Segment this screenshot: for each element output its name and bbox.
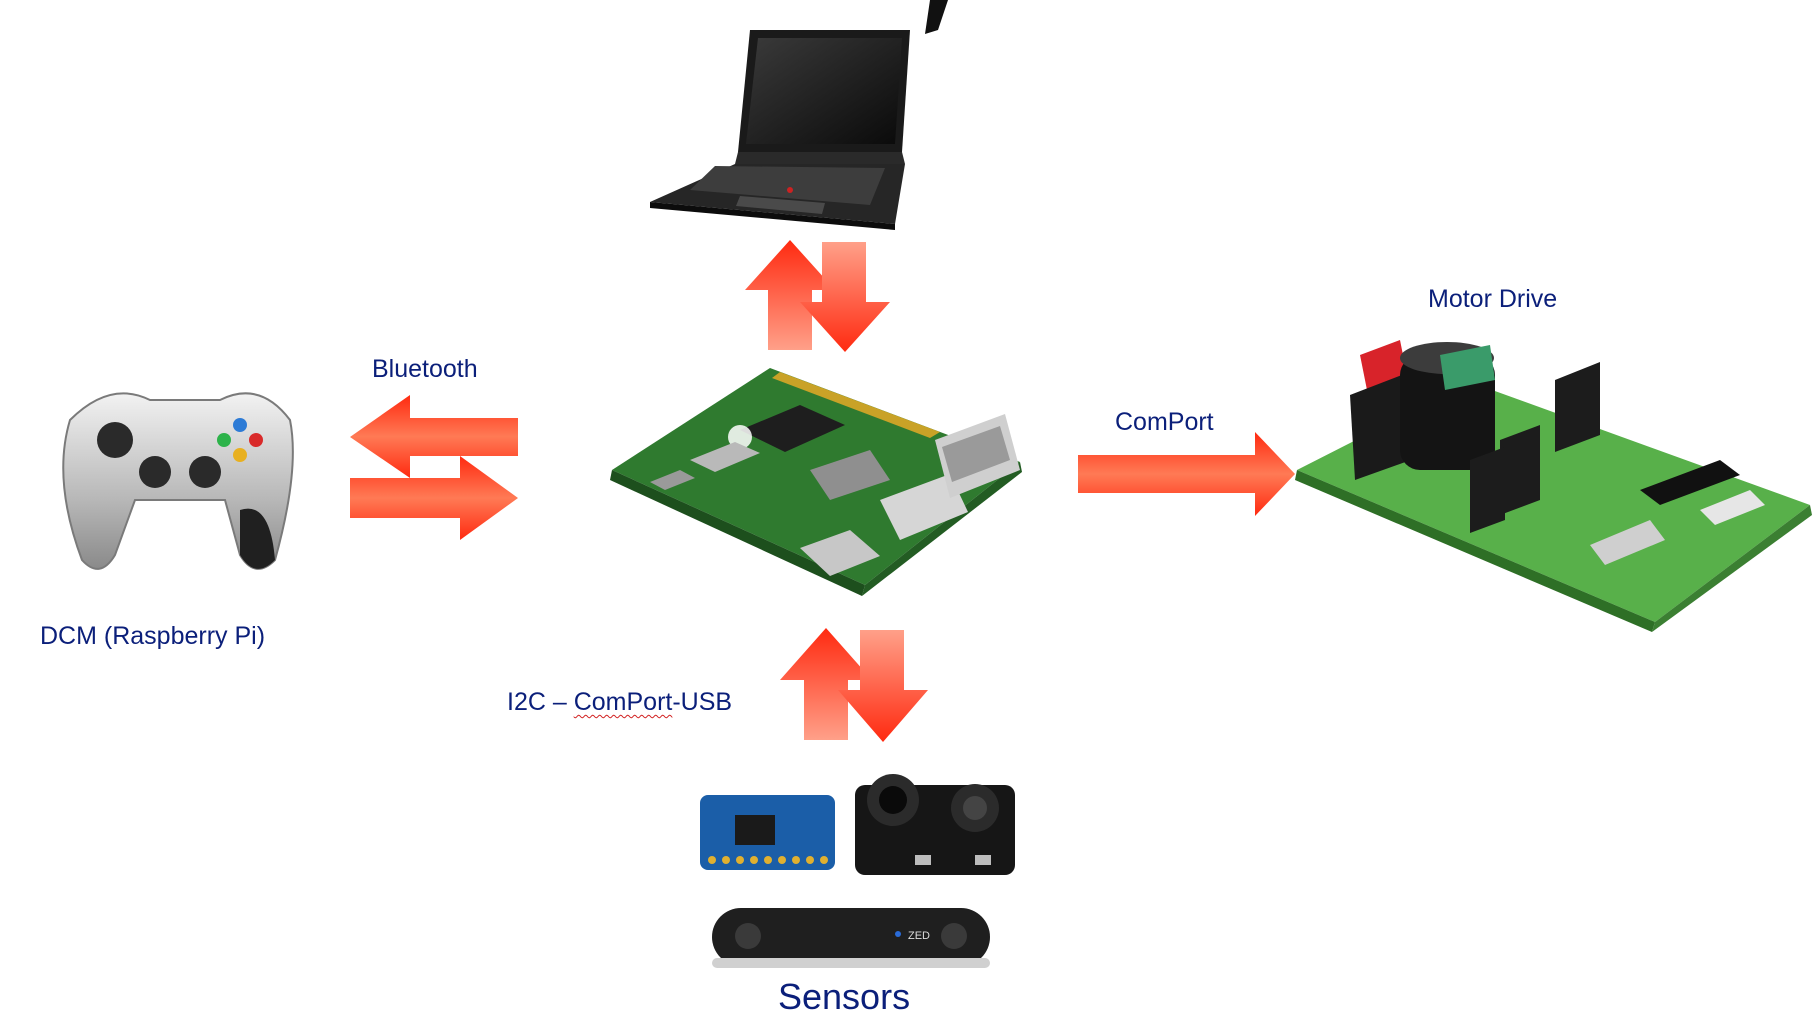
zed-logo-text: ZED: [908, 930, 930, 942]
zed-stereo-camera-icon: ZED: [712, 908, 990, 968]
raspberry-pi-board-icon: [610, 368, 1022, 596]
laptop-link-arrows: [745, 240, 890, 352]
i2c-label-prefix: I2C –: [507, 688, 574, 716]
arrow-to-gamepad: [350, 395, 518, 478]
motor-drive-board-icon: [1295, 340, 1812, 632]
arrow-up-from-sensors: [780, 628, 872, 740]
gamepad-icon: [62, 392, 294, 570]
i2c-label-comport: ComPort: [573, 688, 673, 716]
arrow-down-to-sensors: [838, 630, 928, 742]
arrow-down-from-laptop: [800, 242, 890, 352]
motor-drive-label: Motor Drive: [1428, 285, 1558, 313]
arrow-to-motor-drive: [1078, 432, 1295, 516]
dcm-label: DCM (Raspberry Pi): [40, 622, 266, 650]
comport-link-arrow: [1078, 432, 1295, 516]
camera-module-icon: [855, 774, 1015, 875]
i2c-label-suffix: -USB: [672, 688, 733, 716]
sensors-label: Sensors: [778, 976, 911, 1017]
laptop-icon: [650, 30, 910, 230]
arrow-from-gamepad: [350, 456, 518, 540]
bluetooth-label: Bluetooth: [372, 355, 478, 383]
sensor-link-arrows: [780, 628, 928, 742]
bluetooth-link-arrows: [350, 395, 518, 540]
i2c-comport-usb-label: I2C – ComPort-USB: [507, 688, 732, 717]
comport-label: ComPort: [1115, 408, 1214, 436]
title-fragment: [925, 0, 948, 34]
arrow-up-to-laptop: [745, 240, 835, 350]
imu-sensor-board-icon: [700, 795, 835, 870]
